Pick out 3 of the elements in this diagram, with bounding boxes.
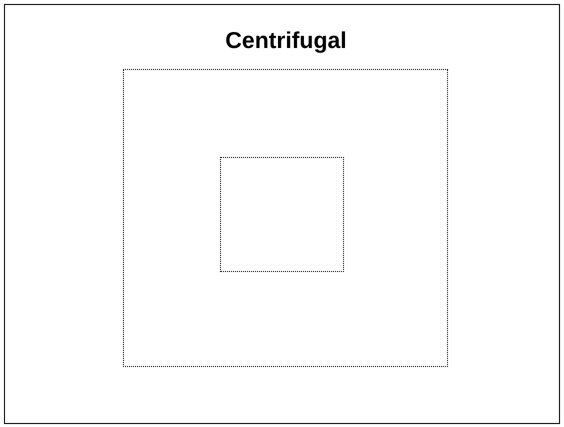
title: Centrifugal <box>224 26 348 54</box>
dotted-square <box>123 69 448 367</box>
dotted-square <box>220 157 344 272</box>
